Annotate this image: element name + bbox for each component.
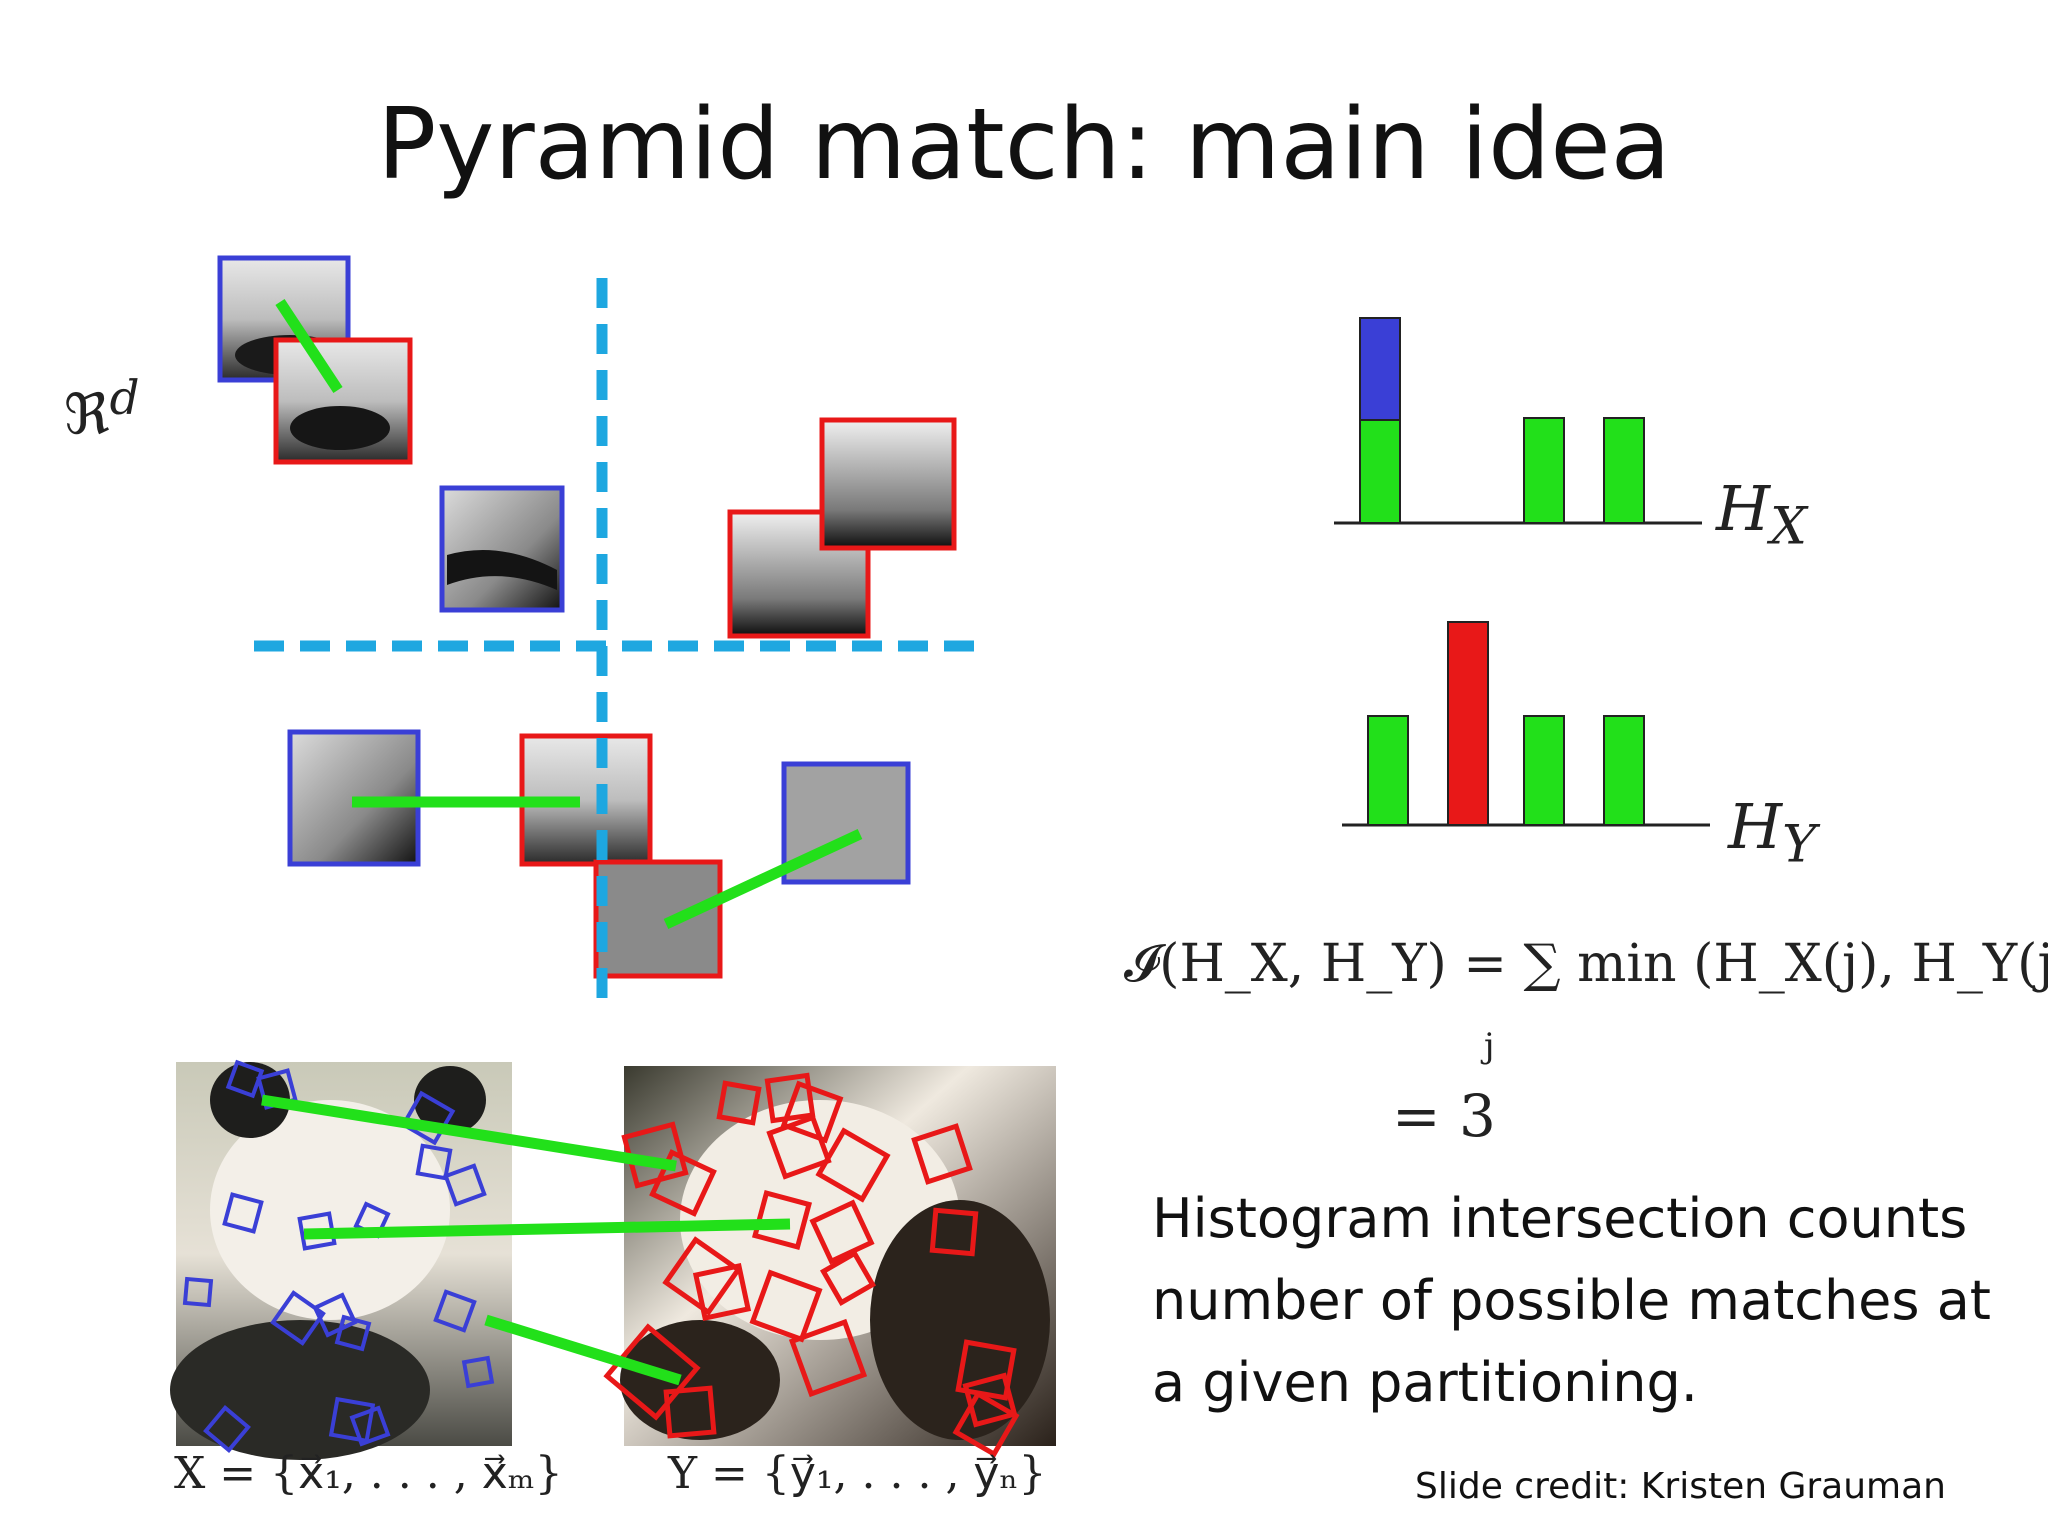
histogram-hx-bar-1-green: [1359, 419, 1401, 524]
partition-lines: [254, 278, 980, 1000]
panda-y-arm: [620, 1320, 780, 1440]
panda-x-body: [170, 1320, 430, 1460]
red-keypoints: [603, 1072, 1020, 1458]
histogram-hx-label: HX: [1716, 472, 1807, 557]
match-line: [261, 1094, 677, 1172]
image-y: [603, 1066, 1056, 1458]
histogram-hx: [1334, 317, 1702, 525]
histogram-hy-bar-4: [1603, 715, 1645, 826]
feature-space-label: ℜd: [64, 372, 140, 448]
panda-y-body: [870, 1200, 1050, 1440]
histogram-hx-bar-1-blue: [1359, 317, 1401, 421]
match-line: [303, 1218, 791, 1240]
intersection-formula: 𝓘(H_X, H_Y) = ∑ min (H_X(j), H_Y(j)) j: [1124, 934, 2048, 1066]
match-line: [484, 1314, 682, 1386]
patch-red-5: [593, 859, 723, 979]
formula-index: j: [1484, 1026, 1495, 1066]
description-text: Histogram intersection counts number of …: [1152, 1187, 1991, 1414]
set-x-label: X = {x⃗₁, . . . , x⃗ₘ}: [174, 1448, 563, 1499]
slide-title: Pyramid match: main idea: [377, 88, 1671, 202]
histogram-hy-bar-1: [1367, 715, 1409, 826]
histogram-hy-label: HY: [1728, 790, 1817, 875]
histogram-hy-bar-2: [1447, 621, 1489, 826]
formula-result: = 3: [1392, 1082, 1496, 1150]
patch-red-3: [819, 417, 957, 551]
formula-text: 𝓘(H_X, H_Y) = ∑ min (H_X(j), H_Y(j)): [1124, 934, 2048, 994]
patch-red-4: [519, 733, 653, 867]
patch-dark-region: [290, 406, 390, 450]
histogram-hx-bar-4: [1603, 417, 1645, 524]
image-x: [170, 1059, 512, 1460]
panda-x-face: [210, 1100, 450, 1320]
patch-dark-band: [447, 550, 557, 590]
histogram-hy: [1342, 621, 1710, 827]
feature-matches: [275, 298, 863, 929]
match-line: [275, 298, 343, 394]
slide-credit: Slide credit: Kristen Grauman: [1415, 1466, 1946, 1507]
match-line: [663, 829, 863, 929]
panda-x-ear: [414, 1066, 486, 1134]
feature-patches: [217, 255, 957, 979]
patch-blue-2: [439, 485, 565, 613]
histogram-hy-bar-3: [1523, 715, 1565, 826]
set-y-label: Y = {y⃗₁, . . . , y⃗ₙ}: [668, 1448, 1047, 1499]
image-matches: [261, 1094, 791, 1386]
histogram-hx-bar-3: [1523, 417, 1565, 524]
